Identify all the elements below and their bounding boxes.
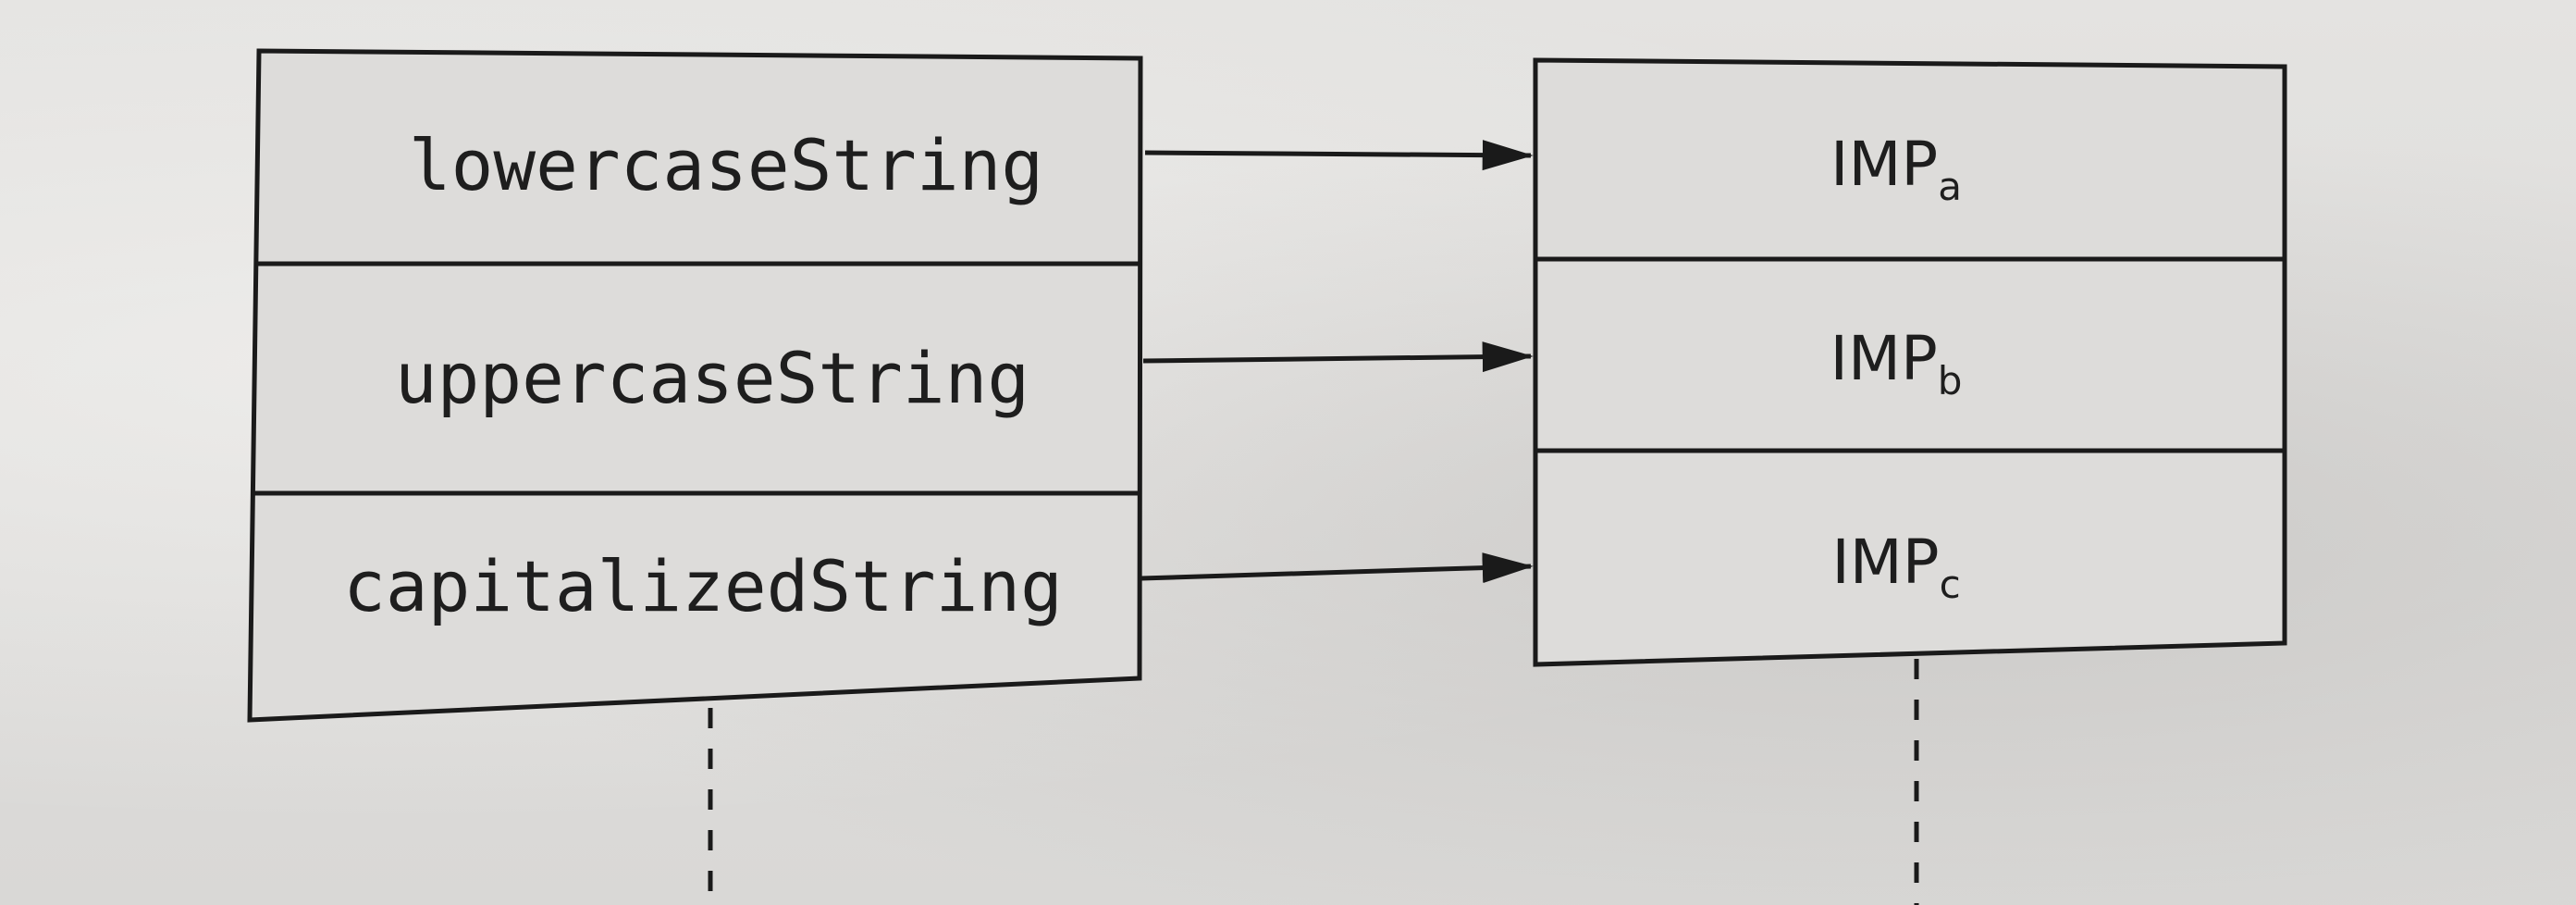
- selector-uppercase: uppercaseString: [395, 337, 1029, 419]
- imp-b-label: IMPb: [1830, 323, 1963, 403]
- selector-table: lowercaseString uppercaseString capitali…: [247, 48, 1143, 723]
- imp-a-label: IMPa: [1830, 129, 1962, 209]
- mapping-arrows: [1140, 140, 1534, 584]
- selector-capitalized: capitalizedString: [343, 545, 1063, 627]
- arrow-lowercase-to-imp-a: [1144, 140, 1534, 171]
- imp-c-label: IMPc: [1831, 527, 1960, 607]
- arrow-uppercase-to-imp-b: [1142, 341, 1534, 373]
- imp-table: IMPa IMPb IMPc: [1533, 57, 2287, 667]
- selector-lowercase: lowercaseString: [409, 124, 1043, 206]
- arrow-capitalized-to-imp-c: [1140, 552, 1534, 584]
